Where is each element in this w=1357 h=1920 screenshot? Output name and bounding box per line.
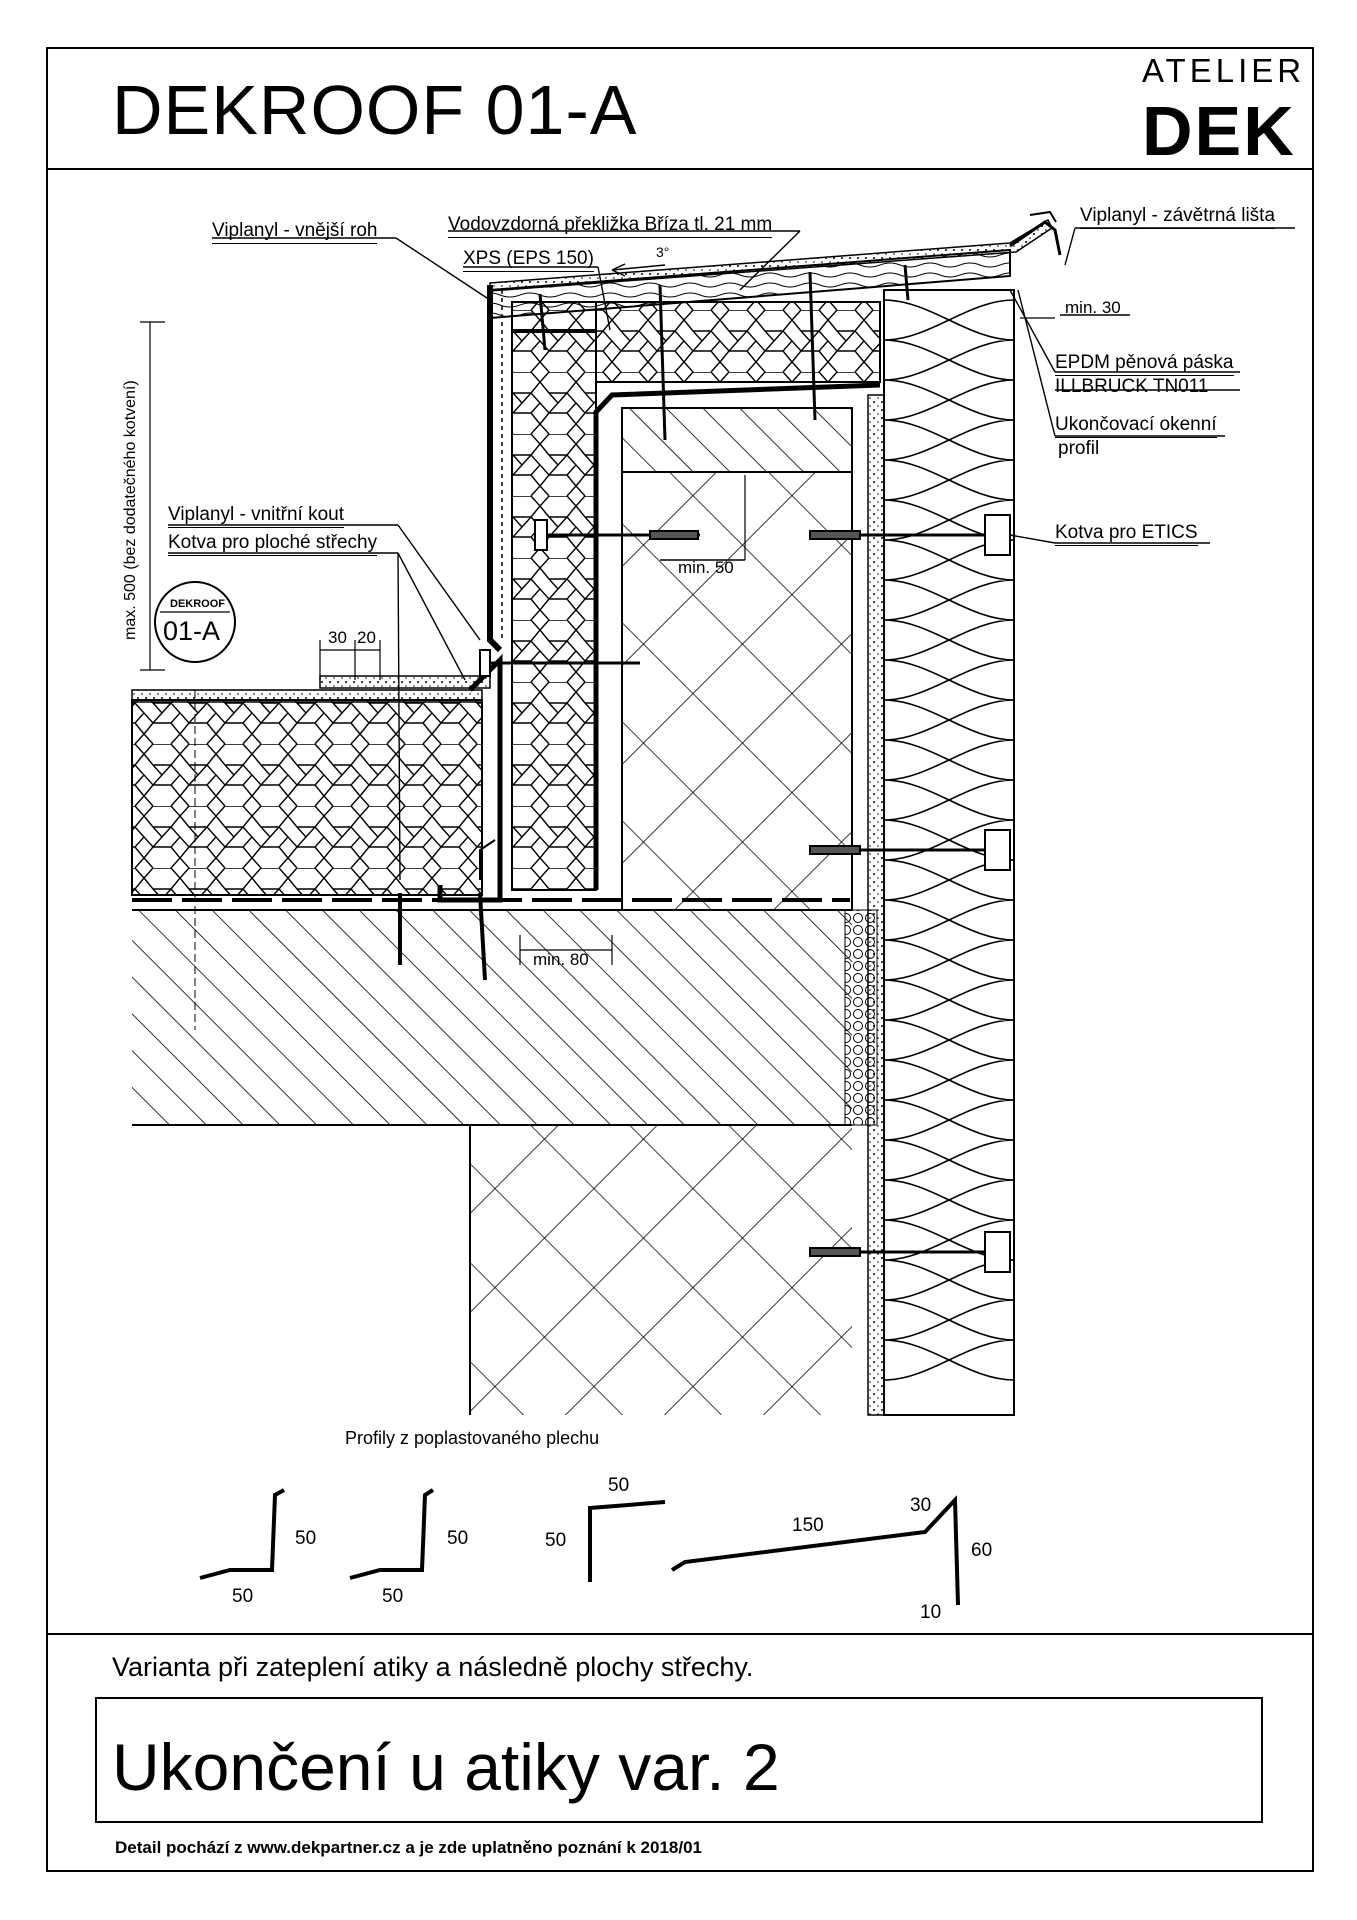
footer-note: Detail pochází z www.dekpartner.cz a je … bbox=[115, 1838, 702, 1857]
variant-description: Varianta při zateplení atiky a následně … bbox=[112, 1652, 754, 1682]
p4-bottom: 10 bbox=[920, 1602, 942, 1623]
detail-badge bbox=[154, 581, 236, 663]
label-window-profile-2: profil bbox=[1058, 438, 1100, 459]
header-divider bbox=[46, 168, 1314, 170]
p4-long: 150 bbox=[792, 1515, 824, 1536]
label-epdm-tape: EPDM pěnová páska bbox=[1055, 352, 1234, 376]
drawing-frame bbox=[46, 47, 1314, 1872]
p1-width: 50 bbox=[232, 1586, 254, 1607]
p3-top: 50 bbox=[608, 1475, 630, 1496]
parapet-xps bbox=[511, 329, 597, 891]
profiles-caption: Profily z poplastovaného plechu bbox=[345, 1428, 600, 1448]
p2-height: 50 bbox=[447, 1528, 469, 1549]
title-box bbox=[95, 1697, 1263, 1823]
roof-slab bbox=[132, 910, 852, 1125]
parapet-masonry bbox=[621, 471, 853, 911]
badge-small-text: DEKROOF bbox=[170, 598, 225, 610]
p4-height: 60 bbox=[971, 1540, 993, 1561]
label-illbruck: ILLBRUCK TN011 bbox=[1055, 376, 1209, 397]
wall-below bbox=[470, 1125, 852, 1415]
dim-min30: min. 30 bbox=[1065, 298, 1121, 317]
label-plywood: Vodovzdorná překližka Bříza tl. 21 mm bbox=[448, 214, 773, 238]
label-etics-anchor: Kotva pro ETICS bbox=[1055, 522, 1198, 546]
p1-height: 50 bbox=[295, 1528, 317, 1549]
page-title: DEKROOF 01-A bbox=[112, 71, 638, 149]
roof-insulation bbox=[131, 699, 483, 896]
logo-dek: DEK bbox=[1142, 92, 1296, 170]
label-viplanyl-inner-corner: Viplanyl - vnitřní kout bbox=[168, 504, 345, 528]
badge-big-text: 01-A bbox=[163, 616, 221, 646]
dim-min50: min. 50 bbox=[678, 558, 734, 577]
label-viplanyl-outer-corner: Viplanyl - vnější roh bbox=[212, 220, 378, 244]
logo-atelier: ATELIER bbox=[1142, 52, 1306, 89]
dim-30: 30 bbox=[328, 628, 347, 647]
label-xps: XPS (EPS 150) bbox=[463, 248, 594, 272]
footer-divider bbox=[46, 1633, 1314, 1635]
p4-top: 30 bbox=[910, 1495, 932, 1516]
label-viplanyl-drip-edge: Viplanyl - závětrná lišta bbox=[1080, 205, 1276, 229]
p2-width: 50 bbox=[382, 1586, 404, 1607]
dim-20: 20 bbox=[357, 628, 376, 647]
p3-side: 50 bbox=[545, 1530, 567, 1551]
detail-title: Ukončení u atiky var. 2 bbox=[112, 1730, 780, 1804]
dim-max500: max. 500 (bez dodatečného kotvení) bbox=[122, 380, 139, 640]
label-window-profile: Ukončovací okenní bbox=[1055, 414, 1217, 438]
etics-anchors bbox=[809, 514, 1011, 1273]
label-flat-roof-anchor: Kotva pro ploché střechy bbox=[168, 532, 378, 556]
label-slope: 3° bbox=[656, 244, 670, 260]
profile-shapes bbox=[199, 1488, 960, 1606]
dim-min80: min. 80 bbox=[533, 950, 589, 969]
